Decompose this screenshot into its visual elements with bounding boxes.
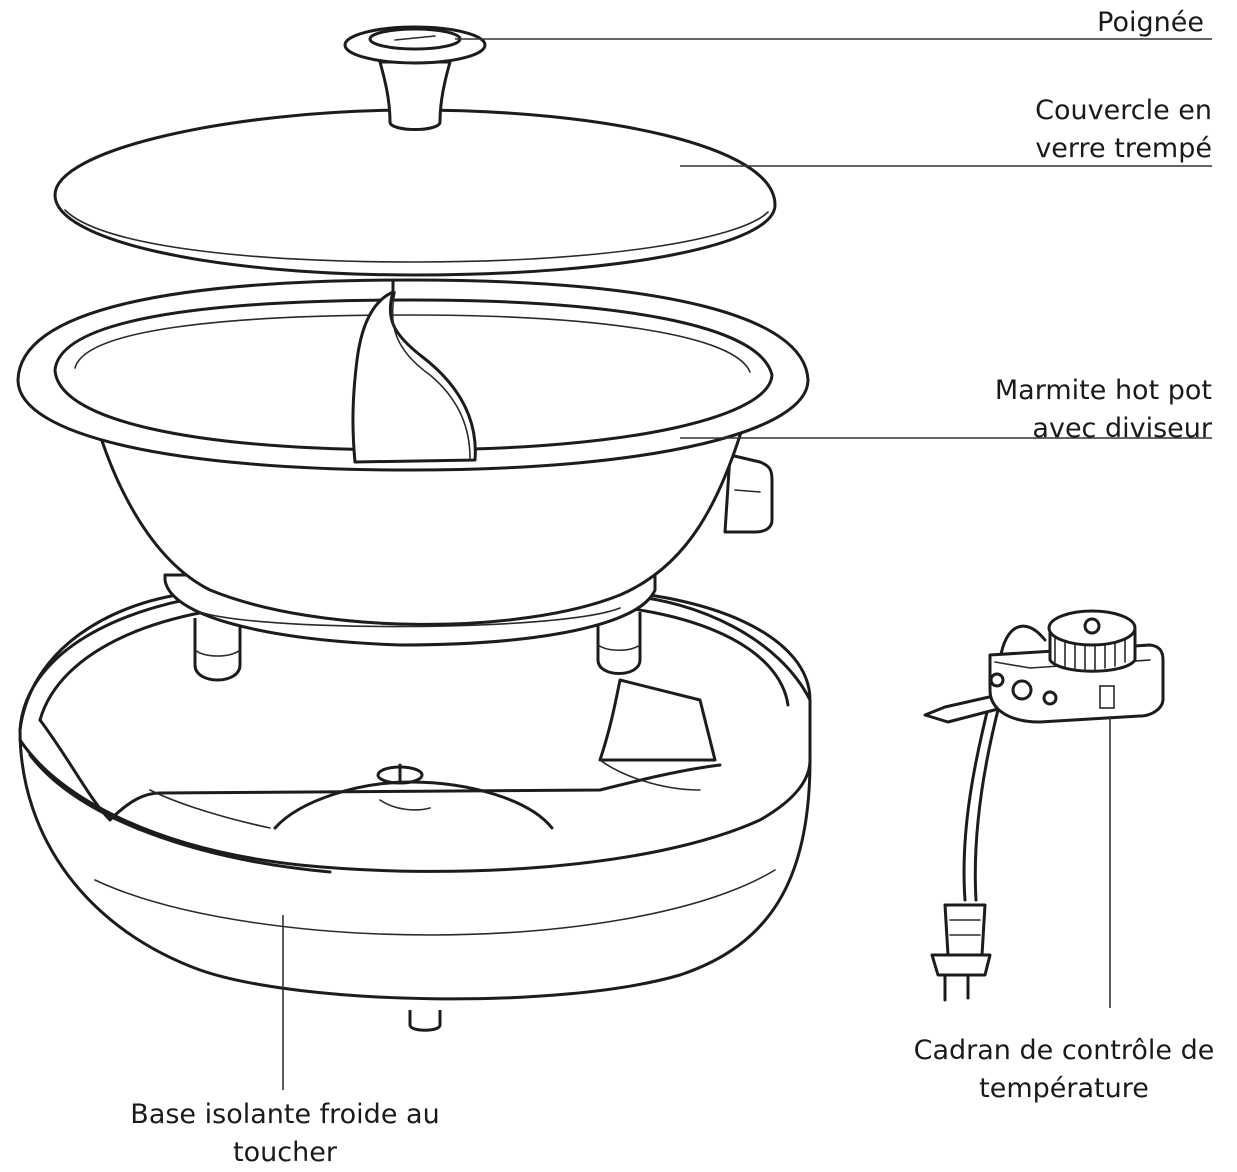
tempered-glass-lid [53, 25, 777, 277]
label-temperature-dial: Cadran de contrôle de température [913, 1035, 1215, 1104]
label-handle: Poignée [1097, 7, 1204, 38]
insulating-base [18, 586, 812, 1032]
hot-pot-with-divider [16, 278, 810, 682]
label-base: Base isolante froide au toucher [130, 1099, 440, 1168]
label-pot: Marmite hot pot avec diviseur [994, 375, 1212, 444]
leader-lines [282, 38, 1212, 1090]
temperature-control-dial [923, 609, 1165, 1002]
label-lid: Couvercle en verre trempé [1035, 95, 1212, 164]
